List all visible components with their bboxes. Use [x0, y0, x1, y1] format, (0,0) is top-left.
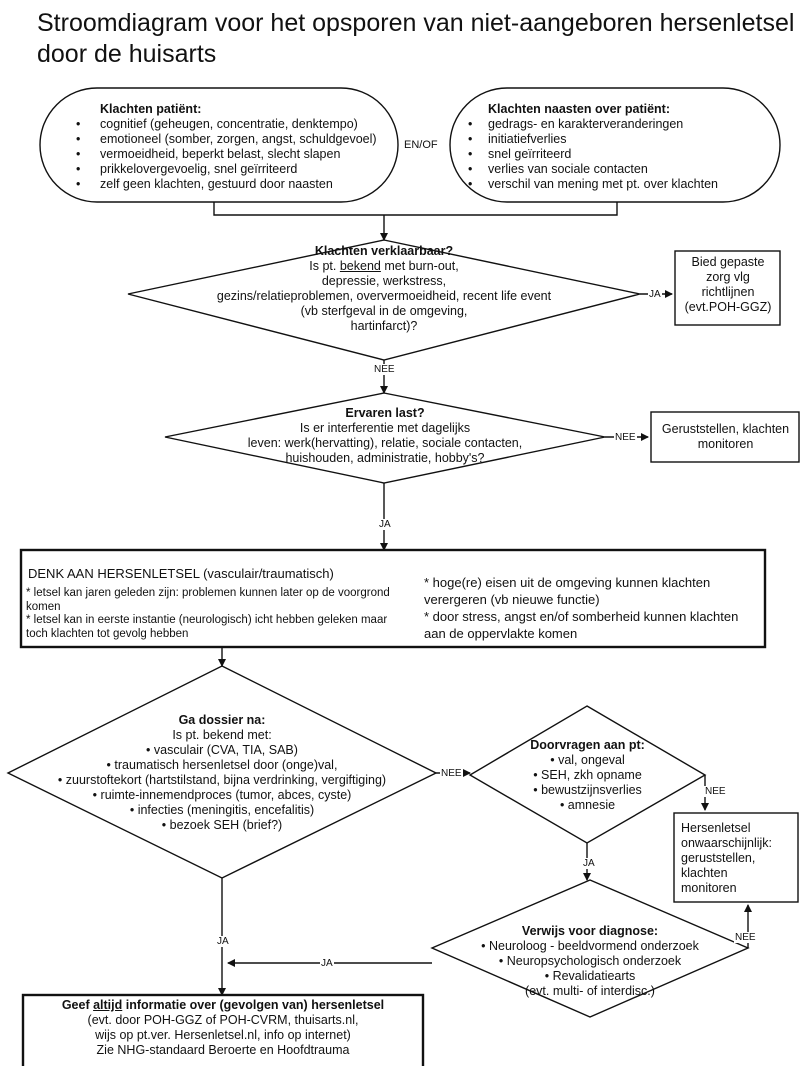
merge-connector: [213, 202, 618, 216]
relative-complaints-heading: Klachten naasten over patiënt:: [488, 102, 670, 116]
label-ja-left: JA: [320, 958, 334, 969]
patient-complaints-list: cognitief (geheugen, concentratie, denkt…: [74, 117, 394, 192]
list-item: amnesie: [490, 798, 685, 813]
decision-dossier-list: vasculair (CVA, TIA, SAB) traumatisch he…: [22, 743, 422, 833]
think-box-left: * letsel kan jaren geleden zijn: problem…: [26, 587, 390, 640]
box-care-shape: [674, 250, 781, 326]
label-ja-care: JA: [648, 289, 662, 300]
label-nee-unlikely: NEE: [704, 786, 727, 797]
list-item: Neuroloog - beeldvormend onderzoek: [470, 939, 710, 954]
decision-refer-note: (evt. multi- of interdisc.): [525, 984, 655, 998]
decision-explainable-line-5: hartinfarct)?: [350, 319, 418, 333]
decision-refer-heading: Verwijs voor diagnose:: [521, 924, 659, 938]
relative-complaints: Klachten naasten over patiënt: gedrags- …: [466, 102, 766, 192]
list-item: val, ongeval: [490, 753, 685, 768]
box-unlikely-shape: [673, 812, 799, 903]
label-ja-refer: JA: [582, 858, 596, 869]
label-nee-ask: NEE: [440, 768, 463, 779]
relative-complaints-list: gedrags- en karakterveranderingen initia…: [466, 117, 766, 192]
decision-explainable: Klachten verklaarbaar? Is pt. bekend met…: [168, 244, 600, 334]
decision-ask: Doorvragen aan pt: val, ongeval SEH, zkh…: [490, 738, 685, 813]
list-item: snel geïrriteerd: [466, 147, 766, 162]
decision-explainable-heading: Klachten verklaarbaar?: [314, 244, 454, 258]
list-item: verlies van sociale contacten: [466, 162, 766, 177]
decision-ask-list: val, ongeval SEH, zkh opname bewustzijns…: [490, 753, 685, 813]
list-item: cognitief (geheugen, concentratie, denkt…: [74, 117, 394, 132]
list-item: infecties (meningitis, encefalitis): [22, 803, 422, 818]
decision-burden: Ervaren last? Is er interferentie met da…: [190, 406, 580, 466]
think-box-shape: [19, 548, 767, 649]
list-item: verschil van mening met pt. over klachte…: [466, 177, 766, 192]
box-care: Bied gepaste zorg vlg richtlijnen (evt.P…: [684, 255, 772, 314]
box-reassure-shape: [650, 411, 800, 463]
en-of-connector: EN/OF: [404, 139, 438, 151]
decision-burden-heading: Ervaren last?: [345, 406, 425, 420]
patient-complaints-shape: [39, 87, 399, 203]
decision-dossier-heading: Ga dossier na:: [178, 713, 266, 727]
patient-complaints: Klachten patiënt: cognitief (geheugen, c…: [74, 102, 394, 192]
list-item: Revalidatiearts: [470, 969, 710, 984]
list-item: SEH, zkh opname: [490, 768, 685, 783]
decision-refer-shape: [430, 879, 750, 1018]
box-unlikely: Hersenletsel onwaarschijnlijk: gerustste…: [681, 821, 773, 895]
box-reassure: Geruststellen, klachten monitoren: [661, 422, 790, 451]
list-item: initiatiefverlies: [466, 132, 766, 147]
page-title: Stroomdiagram voor het opsporen van niet…: [37, 8, 797, 70]
list-item: vasculair (CVA, TIA, SAB): [22, 743, 422, 758]
list-item: vermoeidheid, beperkt belast, slecht sla…: [74, 147, 394, 162]
decision-refer: Verwijs voor diagnose: Neuroloog - beeld…: [470, 924, 710, 999]
decision-explainable-line-2: depressie, werkstress,: [321, 274, 447, 288]
label-nee-reassure: NEE: [614, 432, 637, 443]
decision-explainable-line-1: Is pt. bekend met burn-out,: [309, 259, 459, 273]
label-nee-refer: NEE: [734, 932, 757, 943]
list-item: ruimte-innemendproces (tumor, abces, cys…: [22, 788, 422, 803]
decision-dossier: Ga dossier na: Is pt. bekend met: vascul…: [22, 713, 422, 833]
label-nee-1: NEE: [373, 364, 396, 375]
relative-complaints-shape: [449, 87, 781, 203]
box-info-shape: [21, 993, 425, 1066]
list-item: gedrags- en karakterveranderingen: [466, 117, 766, 132]
list-item: zelf geen klachten, gestuurd door naaste…: [74, 177, 394, 192]
list-item: bezoek SEH (brief?): [22, 818, 422, 833]
list-item: emotioneel (somber, zorgen, angst, schul…: [74, 132, 394, 147]
list-item: bewustzijnsverlies: [490, 783, 685, 798]
list-item: zuurstoftekort (hartstilstand, bijna ver…: [22, 773, 422, 788]
decision-ask-heading: Doorvragen aan pt:: [530, 738, 645, 752]
decision-explainable-line-4: (vb sterfgeval in de omgeving,: [300, 304, 468, 318]
box-info-line-1: Geef altijd informatie over (gevolgen va…: [61, 998, 385, 1012]
think-box-right: * hoge(re) eisen uit de omgeving kunnen …: [424, 575, 739, 641]
title-line-2: door de huisarts: [37, 40, 217, 68]
list-item: traumatisch hersenletsel door (onge)val,: [22, 758, 422, 773]
decision-explainable-line-3: gezins/relatieproblemen, oververmoeidhei…: [216, 289, 552, 303]
title-line-1: Stroomdiagram voor het opsporen van niet…: [37, 9, 795, 37]
list-item: prikkelovergevoelig, snel geïrriteerd: [74, 162, 394, 177]
think-box-heading: DENK AAN HERSENLETSEL (vasculair/traumat…: [28, 566, 334, 581]
patient-complaints-heading: Klachten patiënt:: [100, 102, 202, 116]
box-info: Geef altijd informatie over (gevolgen va…: [25, 998, 421, 1058]
decision-refer-list: Neuroloog - beeldvormend onderzoek Neuro…: [470, 939, 710, 984]
list-item: Neuropsychologisch onderzoek: [470, 954, 710, 969]
label-ja-dossier: JA: [216, 936, 230, 947]
label-ja-think: JA: [378, 519, 392, 530]
